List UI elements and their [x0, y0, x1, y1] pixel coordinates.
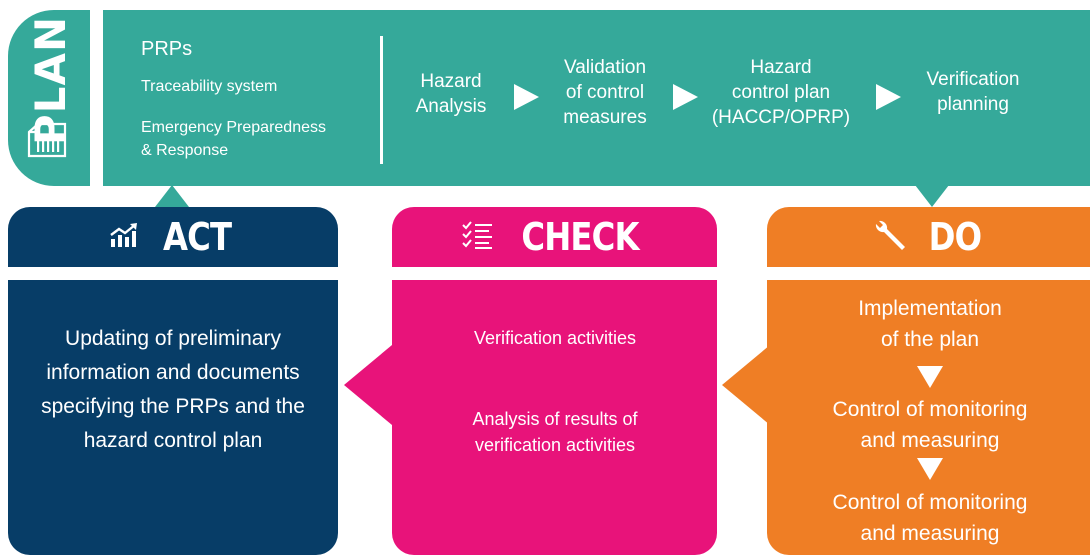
arrow-down-icon: [917, 458, 943, 480]
prps-item-emergency: Emergency Preparedness & Response: [141, 119, 326, 159]
check-item-analysis: Analysis of results of verification acti…: [472, 409, 638, 455]
do-title: DO: [928, 215, 981, 259]
do-item-monitoring-2: Control of monitoring and measuring: [832, 491, 1028, 545]
act-title: ACT: [162, 215, 232, 259]
check-header: CHECK: [392, 207, 717, 267]
wrench-icon: [872, 218, 906, 257]
check-pointer: [344, 345, 392, 425]
plan-pointer-from-act: [155, 185, 189, 207]
plan-banner: [8, 10, 1090, 186]
arrow-down-icon: [917, 366, 943, 388]
plan-divider: [90, 0, 103, 200]
act-body: [8, 280, 338, 555]
plan-step-hazard-analysis: Hazard Analysis: [415, 71, 487, 117]
check-title: CHECK: [520, 215, 639, 259]
do-item-monitoring-1: Control of monitoring and measuring: [832, 398, 1028, 452]
arrow-right-icon: [514, 84, 539, 110]
act-description: Updating of preliminary information and …: [41, 327, 305, 452]
prps-item-traceability: Traceability system: [141, 78, 278, 95]
check-body: [392, 280, 717, 555]
plan-step-hazard-control-plan: Hazard control plan (HACCP/OPRP): [711, 57, 851, 128]
do-body: [767, 280, 1090, 555]
plan-step-verification-planning: Verification planning: [926, 69, 1020, 115]
act-header: ACT: [8, 207, 338, 267]
plan-step-validation: Validation of control measures: [563, 57, 647, 128]
arrow-right-icon: [673, 84, 698, 110]
prps-title: PRPs: [141, 38, 193, 60]
do-item-implementation: Implementation of the plan: [858, 297, 1002, 351]
check-item-verification: Verification activities: [473, 328, 637, 348]
checklist-icon: [461, 220, 493, 255]
do-header: DO: [767, 207, 1090, 267]
do-pointer: [722, 345, 770, 425]
plan-separator: [380, 36, 383, 164]
plan-pointer-to-do: [915, 185, 949, 207]
plan-label: PLAN: [26, 15, 76, 145]
document-chart-icon: [26, 122, 68, 158]
chart-trend-icon: [109, 222, 139, 253]
arrow-right-icon: [876, 84, 901, 110]
